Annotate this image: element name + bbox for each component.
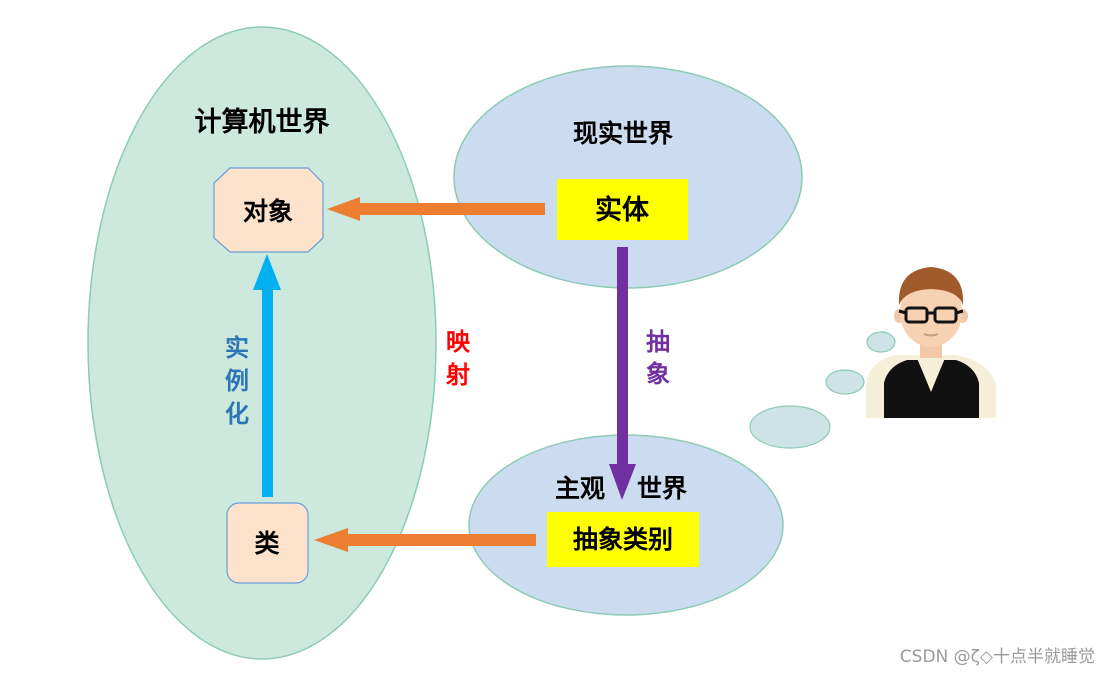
entity-box	[557, 179, 688, 240]
watermark: CSDN @ζ◇十点半就睡觉	[899, 647, 1095, 667]
entity-label: 实体	[595, 194, 650, 226]
abstract-text: 抽 象	[646, 328, 670, 388]
mapping-char-2: 射	[445, 361, 470, 389]
instantiate-char-3: 化	[225, 400, 249, 428]
class-node	[226, 502, 309, 584]
object-node	[213, 167, 324, 253]
instantiate-arrow	[253, 254, 281, 497]
abstract-char-2: 象	[646, 360, 670, 388]
real-world-title: 现实世界	[573, 119, 673, 148]
thought-bubble-large	[749, 405, 831, 449]
thought-bubble-small	[866, 331, 896, 353]
mapping-arrow-bottom	[314, 528, 536, 552]
subjective-world-title-right: 世界	[637, 474, 687, 503]
mapping-text: 映 射	[445, 328, 471, 389]
abstract-class-box	[547, 512, 699, 567]
class-label: 类	[254, 529, 280, 558]
instantiate-char-2: 例	[225, 367, 249, 395]
abstract-char-1: 抽	[646, 328, 670, 356]
instantiate-char-1: 实	[225, 334, 249, 362]
mapping-arrow-top	[327, 197, 545, 221]
thinking-person-avatar	[866, 267, 996, 418]
object-label: 对象	[243, 197, 293, 226]
abstract-class-label: 抽象类别	[573, 525, 673, 554]
mapping-char-1: 映	[446, 328, 471, 356]
abstract-arrow	[609, 247, 636, 500]
thought-bubble-medium	[825, 369, 865, 395]
computer-world-title: 计算机世界	[195, 106, 330, 138]
instantiate-text: 实 例 化	[225, 334, 249, 428]
subjective-world-title-left: 主观	[555, 474, 605, 503]
